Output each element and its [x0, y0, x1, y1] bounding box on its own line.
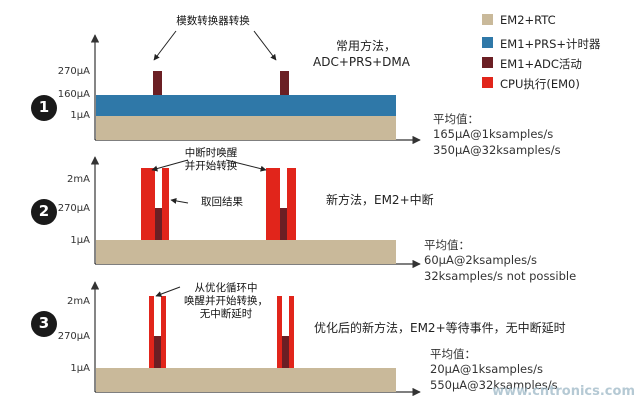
panel1-plot	[90, 30, 421, 145]
panel3-annotation-arrow	[155, 286, 181, 297]
panel3-em2-rtc-band	[96, 368, 396, 392]
panel2-ylabel-270ua: 270µA	[57, 203, 90, 214]
panel2-annotation-arrow-3	[170, 197, 189, 204]
panel2-cpu-pulse-1a	[141, 168, 155, 240]
panel3-wake-annotation-line2: 唤醒并开始转换，	[184, 295, 268, 307]
panel1-annotation-arrow-2	[253, 30, 277, 61]
panel2-number-circle	[31, 199, 57, 225]
panel3-wake-annotation-line3: 无中断延时	[199, 308, 253, 320]
panel1-avg-title: 平均值：	[433, 112, 479, 126]
panel3-number: 3	[38, 314, 50, 332]
panel3-avg-line1: 20µA@1ksamples/s	[430, 362, 543, 376]
legend-swatch-em2-rtc	[482, 14, 493, 25]
panel1-note-line1: 常用方法，	[336, 39, 397, 53]
panel1-note-line2: ADC+PRS+DMA	[313, 55, 410, 69]
panel1-adc-annotation: 模数转换器转换	[176, 15, 250, 27]
panel1-avg-line2: 350µA@32ksamples/s	[433, 143, 561, 157]
panel1-adc-spike-2	[280, 71, 289, 95]
panel3-ylabel-2ma: 2mA	[67, 296, 90, 307]
panel2-note: 新方法，EM2+中断	[326, 193, 434, 207]
panel3-cpu-pulse-1b	[161, 296, 166, 368]
panel1-number: 1	[38, 98, 50, 116]
panel1-adc-spike-1	[153, 71, 162, 95]
panel3-cpu-pulse-2a	[277, 296, 282, 368]
panel2-annotation-arrow-1	[151, 159, 189, 172]
panel1-ylabel-270ua: 270µA	[57, 66, 90, 77]
panel3-avg-line2: 550µA@32ksamples/s	[430, 378, 558, 392]
panel1-em2-rtc-band	[96, 116, 396, 140]
panel2-number: 2	[38, 202, 50, 220]
panel3-plot	[90, 281, 421, 397]
panel3-number-circle	[31, 311, 57, 337]
panel2-wake-annotation-line1: 中断时唤醒	[184, 147, 238, 159]
panel2-cpu-pulse-2b	[287, 168, 296, 240]
panel2-cpu-pulse-2a	[266, 168, 280, 240]
legend-swatch-cpu-em0	[482, 77, 493, 88]
panel1-number-circle	[31, 95, 57, 121]
panel2-plot	[90, 156, 421, 269]
panel3-avg-title: 平均值：	[430, 347, 476, 361]
legend-label-em1-adc: EM1+ADC活动	[500, 57, 582, 71]
panel2-annotation-arrow-2	[225, 159, 267, 172]
panel2-adc-pulse-2	[280, 208, 287, 240]
legend-label-cpu-em0: CPU执行(EM0)	[500, 77, 580, 91]
panel1-ylabel-160ua: 160µA	[57, 89, 90, 100]
legend-label-em1-prs: EM1+PRS+计时器	[500, 37, 601, 51]
panel3-cpu-pulse-1a	[149, 296, 154, 368]
panel2-adc-pulse-1	[155, 208, 162, 240]
panel2-avg-title: 平均值：	[424, 238, 470, 252]
panel1-ylabel-1ua: 1µA	[70, 110, 90, 121]
legend-label-em2-rtc: EM2+RTC	[500, 13, 556, 27]
panel3-cpu-pulse-2b	[289, 296, 294, 368]
panel2-avg-line1: 60µA@2ksamples/s	[424, 253, 537, 267]
panel3-wake-annotation-line1: 从优化循环中	[194, 282, 258, 294]
legend-swatch-em1-adc	[482, 57, 493, 68]
panel2-ylabel-1ua: 1µA	[70, 235, 90, 246]
panel3-adc-pulse-2	[282, 336, 289, 368]
legend-swatch-em1-prs	[482, 37, 493, 48]
panel-number-badges	[31, 95, 57, 337]
panel1-avg-line1: 165µA@1ksamples/s	[433, 127, 554, 141]
panel2-em2-rtc-band	[96, 240, 396, 264]
panel2-cpu-pulse-1b	[162, 168, 169, 240]
panel2-wake-annotation-line2: 并开始转换	[184, 160, 238, 172]
panel1-annotation-arrow-1	[153, 30, 177, 61]
panel2-ylabel-2ma: 2mA	[67, 174, 90, 185]
panel2-fetch-annotation: 取回结果	[201, 196, 243, 208]
panel1-em1-prs-band	[96, 95, 396, 116]
panel3-ylabel-1ua: 1µA	[70, 363, 90, 374]
panel3-note: 优化后的新方法，EM2+等待事件，无中断延时	[314, 321, 566, 335]
panel2-avg-line2: 32ksamples/s not possible	[424, 269, 577, 283]
panel3-ylabel-270ua: 270µA	[57, 331, 90, 342]
panel3-adc-pulse-1	[154, 336, 161, 368]
watermark: www.cntronics.com	[492, 384, 635, 399]
